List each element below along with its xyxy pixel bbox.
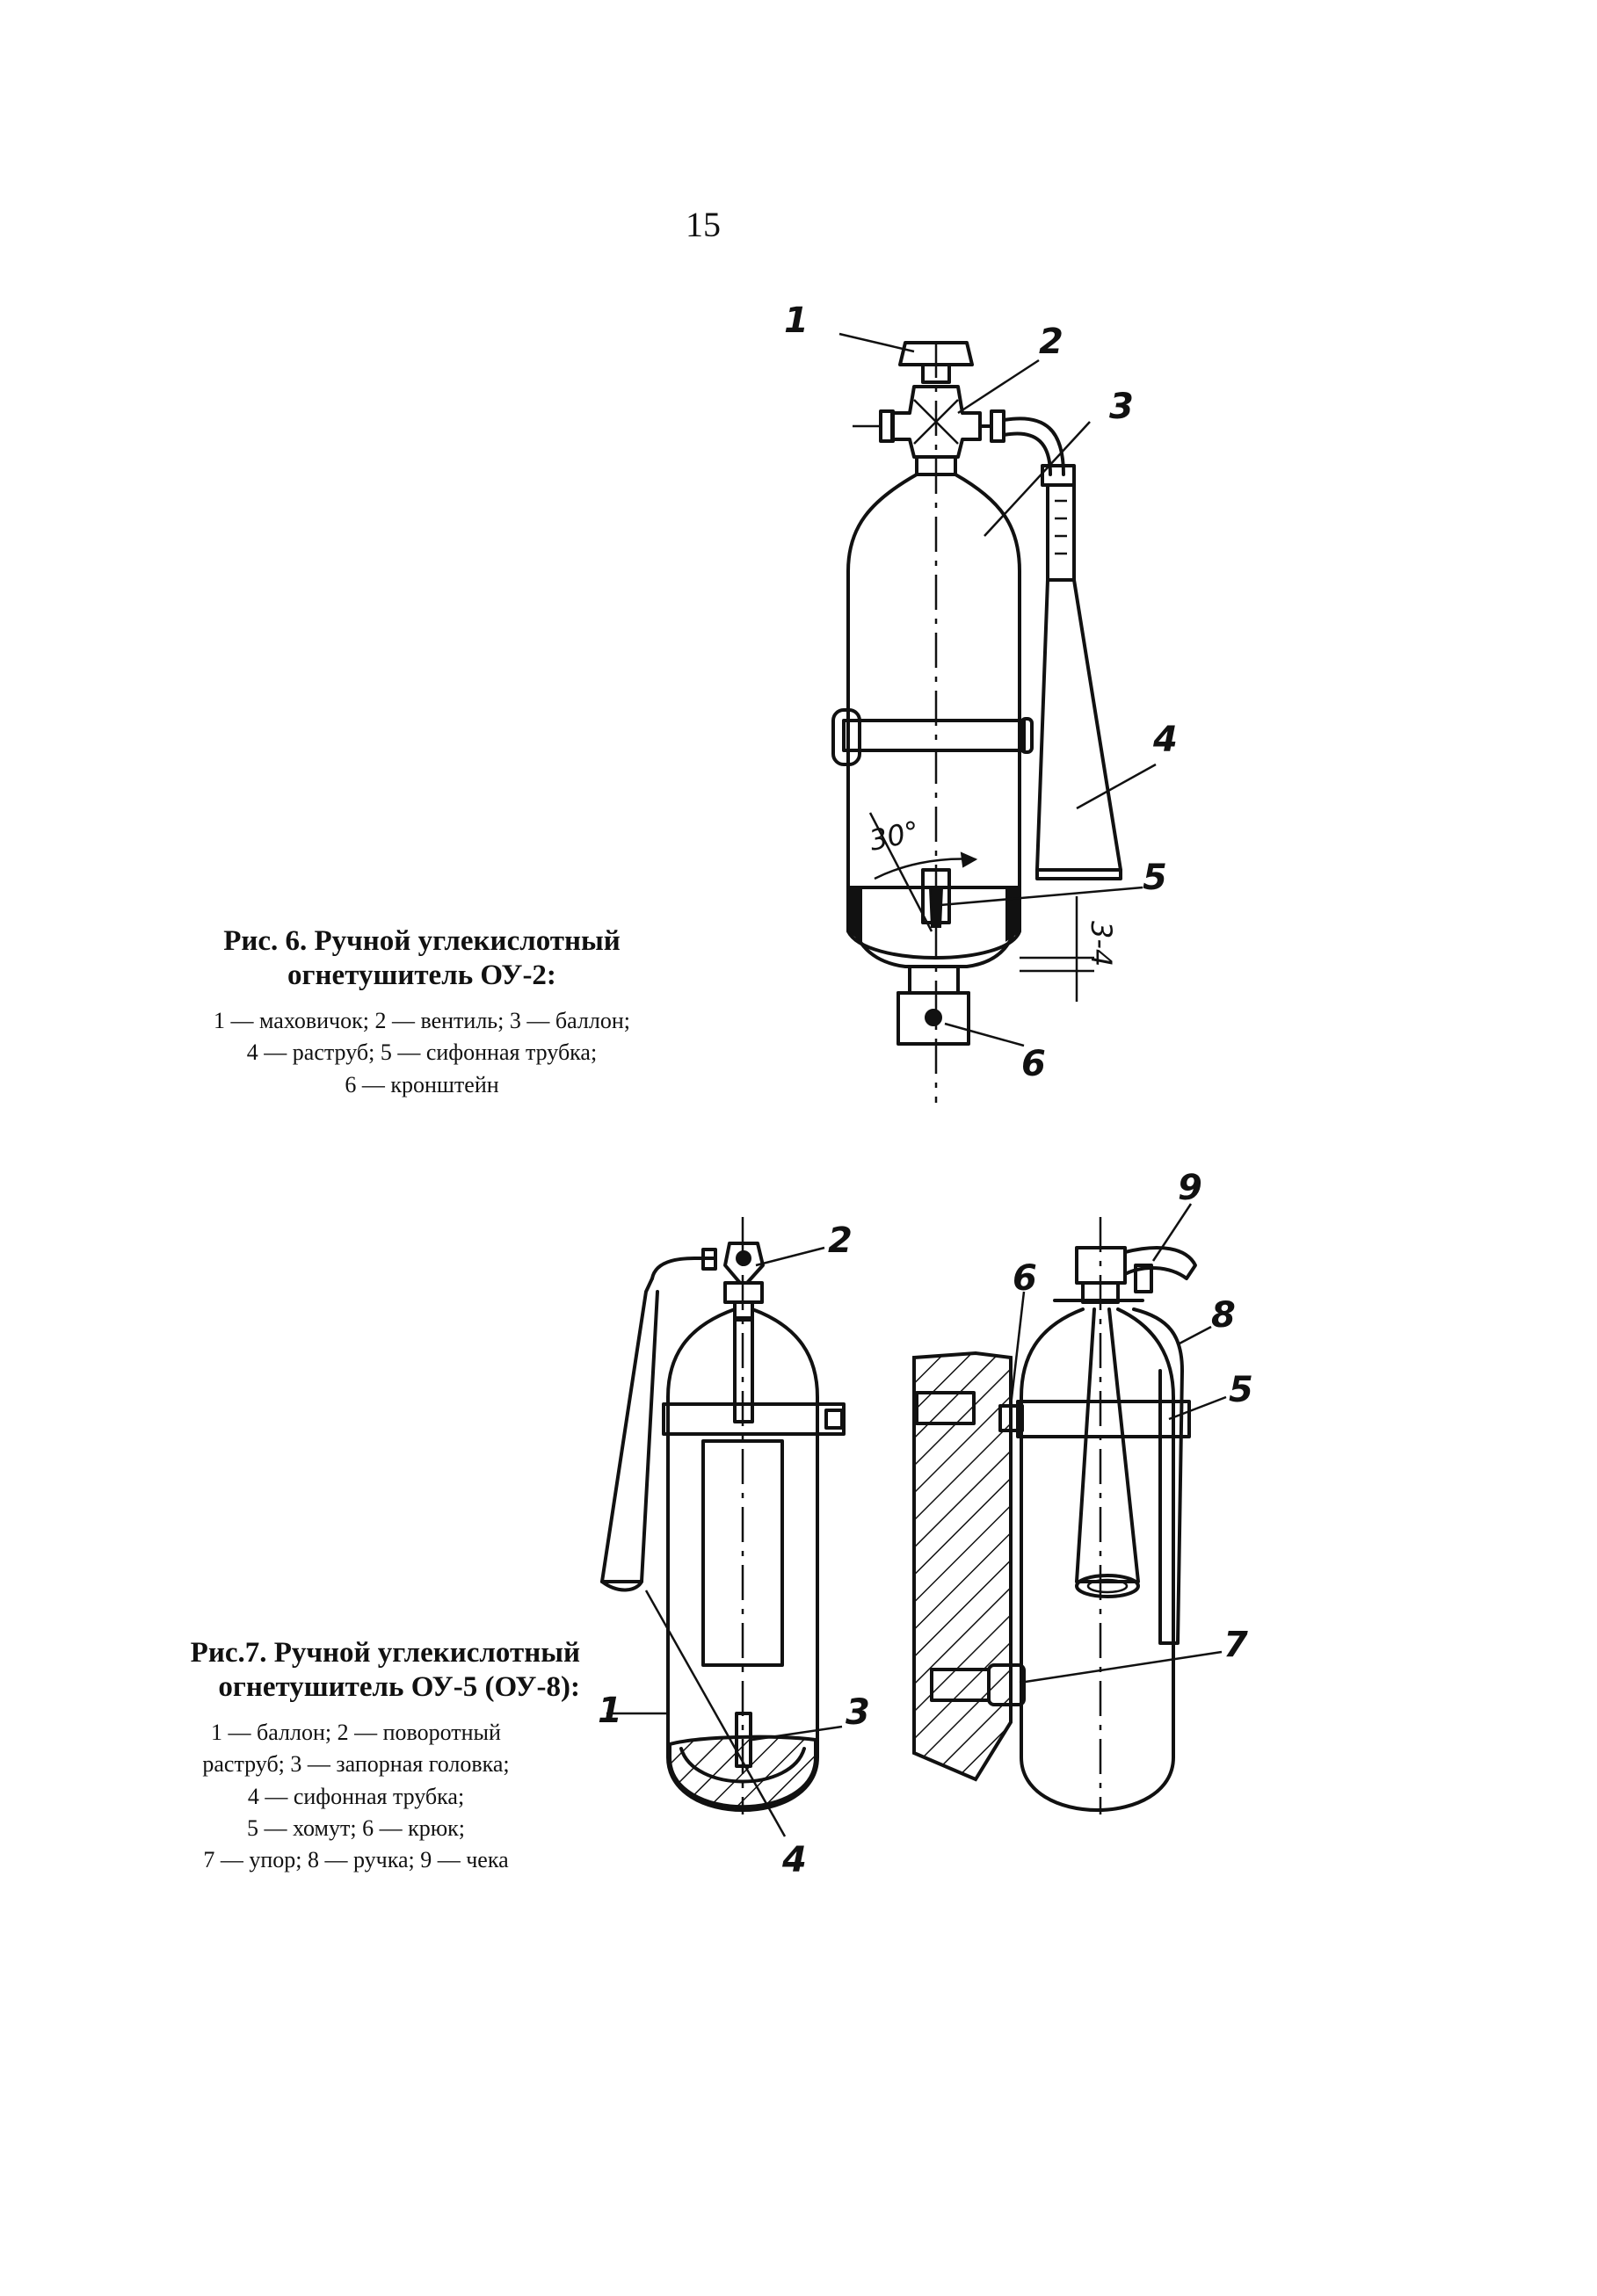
callout-2: 2 [1039, 322, 1063, 362]
figure-7-legend-line: 1 — баллон; 2 — поворотный [211, 1719, 501, 1745]
figure-7-title-line: Рис.7. Ручной углекислотный [190, 1637, 580, 1669]
figure-6-legend-line: 4 — раструб; 5 — сифонная трубка; [246, 1039, 598, 1066]
callout-4: 4 [781, 1840, 807, 1880]
figure-7-title-line: огнетушитель ОУ-5 (ОУ-8): [218, 1670, 580, 1703]
figure-7-caption: Рис.7. Ручной углекислотный огнетушитель… [132, 1636, 580, 1877]
figure-7-legend-line: раструб; 3 — запорная головка; [202, 1751, 510, 1778]
figure-7-legend-line: 5 — хомут; 6 — крюк; [247, 1815, 465, 1842]
figure-7-legend-line: 7 — упор; 8 — ручка; 9 — чека [203, 1847, 509, 1873]
callout-1: 1 [784, 301, 809, 341]
figure-7-right-drawing [912, 1203, 1227, 1814]
callout-1: 1 [598, 1691, 622, 1731]
figure-6-title: Рис. 6. Ручной углекислотный огнетушител… [149, 924, 694, 993]
figure-7-left-callouts: 2 1 3 4 [598, 1220, 870, 1880]
figure-7-legend: 1 — баллон; 2 — поворотный раструб; 3 — … [132, 1717, 580, 1877]
figure-6-drawing [831, 332, 1157, 1103]
callout-6: 6 [1013, 1258, 1037, 1299]
figure-6-legend-line: 6 — кронштейн [345, 1071, 499, 1097]
callout-6: 6 [1021, 1044, 1046, 1084]
figure-6-legend-line: 1 — маховичок; 2 — вентиль; 3 — баллон; [214, 1007, 630, 1033]
figure-6-caption: Рис. 6. Ручной углекислотный огнетушител… [149, 924, 694, 1101]
wall-section [912, 1351, 1013, 1782]
figure-6-legend: 1 — маховичок; 2 — вентиль; 3 — баллон; … [149, 1005, 694, 1101]
figure-7-right-callouts: 9 6 8 5 7 [1013, 1168, 1253, 1665]
figure-7-left-drawing [600, 1217, 846, 1837]
figure-6-title-line: Рис. 6. Ручной углекислотный [223, 925, 621, 957]
callout-8: 8 [1211, 1295, 1236, 1336]
callout-3: 3 [846, 1692, 870, 1733]
callout-5: 5 [1229, 1370, 1253, 1410]
gap-label: 3-4 [1085, 921, 1118, 967]
callout-2: 2 [828, 1220, 853, 1261]
callout-3: 3 [1109, 387, 1134, 427]
callout-9: 9 [1178, 1168, 1202, 1208]
handwheel-icon [898, 341, 974, 366]
figure-7-title: Рис.7. Ручной углекислотный огнетушитель… [132, 1636, 580, 1705]
figure-6-title-line: огнетушитель ОУ-2: [287, 959, 556, 991]
figure-7-legend-line: 4 — сифонная трубка; [247, 1783, 465, 1809]
callout-7: 7 [1223, 1625, 1248, 1665]
page-number: 15 [686, 205, 721, 244]
callout-5: 5 [1143, 858, 1167, 898]
callout-4: 4 [1152, 720, 1178, 760]
